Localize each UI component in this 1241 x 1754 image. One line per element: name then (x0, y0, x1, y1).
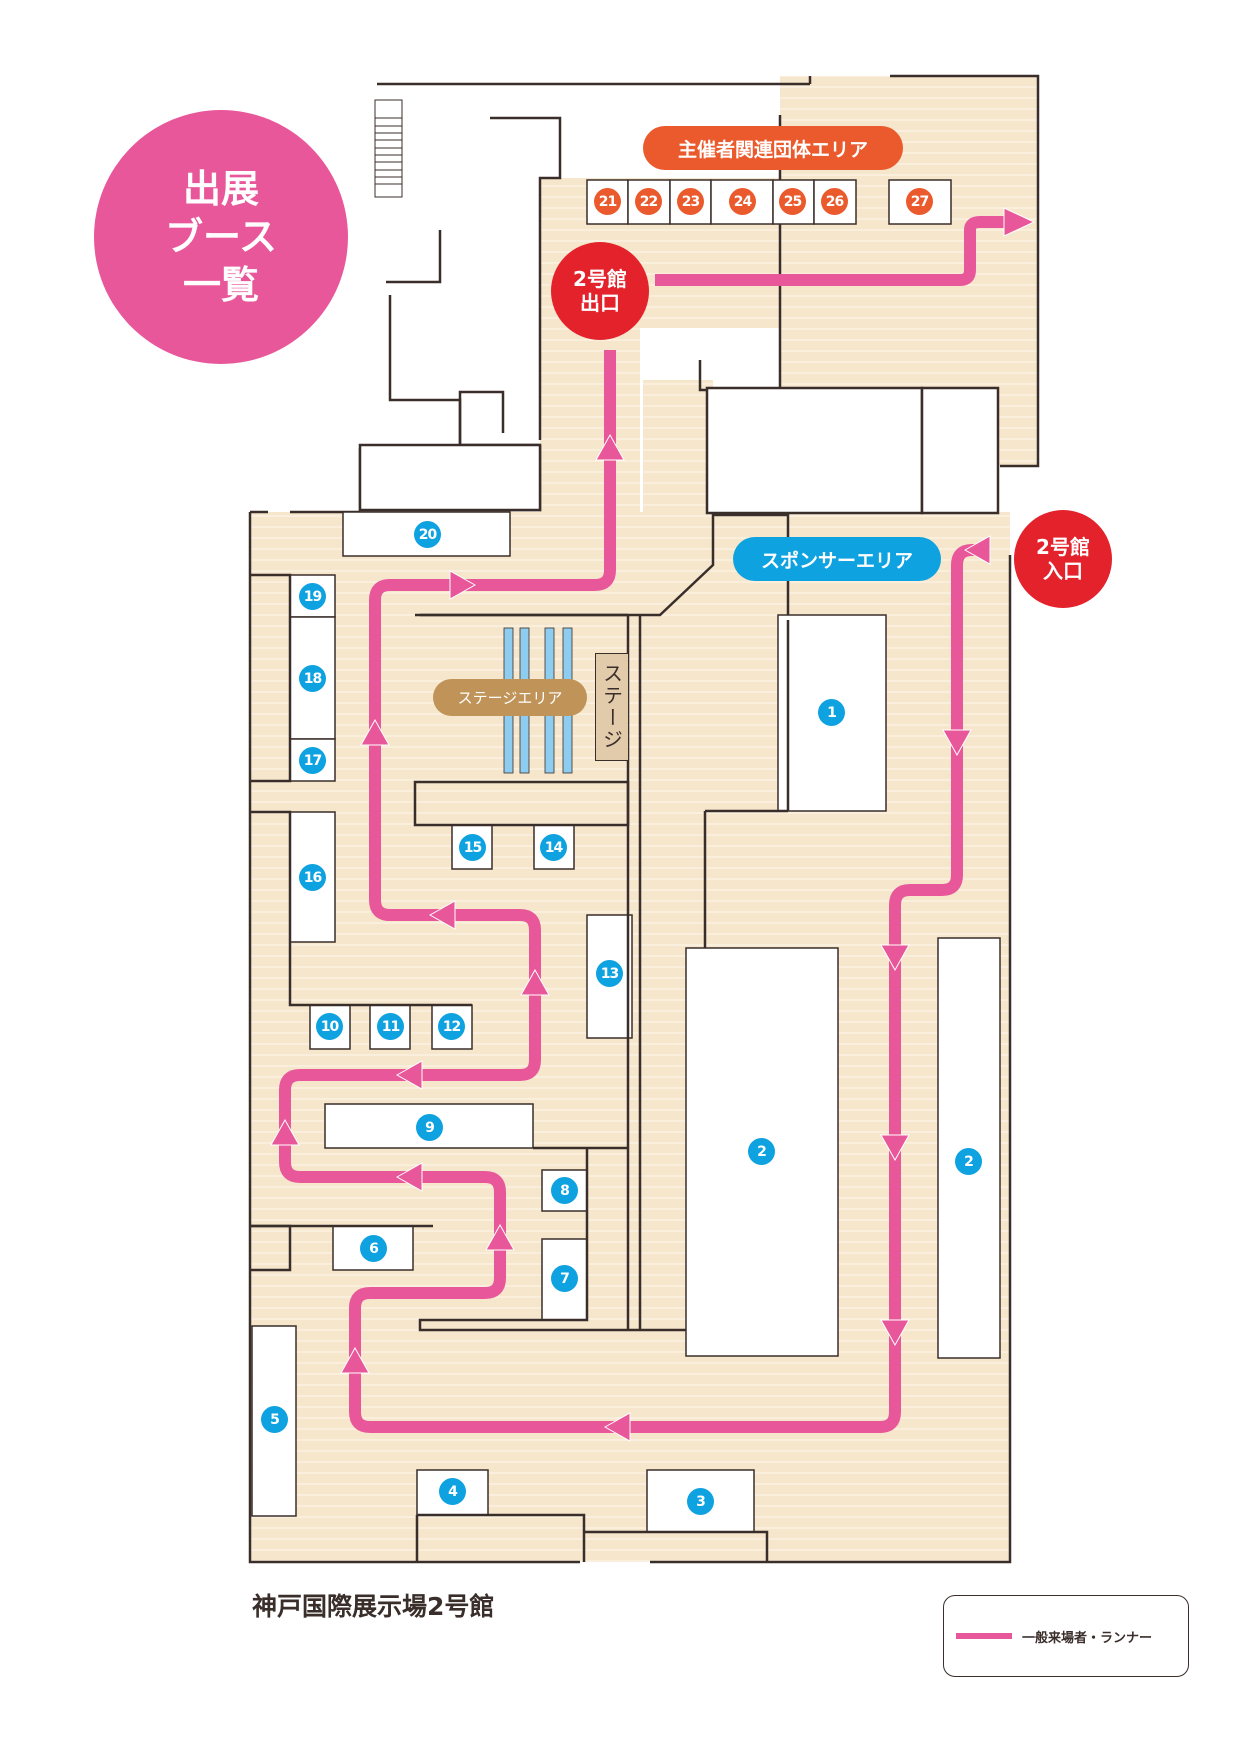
stage-label: ステージ (595, 653, 629, 761)
booth-marker-17[interactable]: 17 (299, 747, 326, 774)
booth-marker-18[interactable]: 18 (299, 665, 326, 692)
booth-marker-26[interactable]: 26 (821, 188, 848, 215)
booth-marker-10[interactable]: 10 (316, 1013, 343, 1040)
structures (358, 386, 1000, 515)
venue-name: 神戸国際展示場2号館 (252, 1592, 495, 1621)
booth-marker-14[interactable]: 14 (540, 834, 567, 861)
route-arrows (270, 207, 1036, 1442)
booth-marker-19[interactable]: 19 (299, 583, 326, 610)
stage-area-label: ステージエリア (433, 679, 587, 716)
booth-marker-2[interactable]: 2 (748, 1138, 775, 1165)
title-badge: 出展 ブース 一覧 (94, 110, 348, 364)
booth-marker-16[interactable]: 16 (299, 864, 326, 891)
booth-marker-21[interactable]: 21 (594, 188, 621, 215)
booth-marker-25[interactable]: 25 (779, 188, 806, 215)
stairs-icon (374, 99, 403, 198)
inner-walls (250, 573, 790, 1562)
booth-marker-22[interactable]: 22 (635, 188, 662, 215)
exit-badge: 2号館 出口 (551, 242, 649, 340)
booth-marker-12[interactable]: 12 (438, 1013, 465, 1040)
booth-blocks (251, 179, 1001, 1533)
booth-marker-27[interactable]: 27 (906, 188, 933, 215)
organizer-area-label: 主催者関連団体エリア (643, 126, 903, 170)
booth-marker-13[interactable]: 13 (596, 960, 623, 987)
legend: 一般来場者・ランナー (943, 1595, 1189, 1677)
route-line-icon (956, 1633, 1012, 1639)
booth-marker-1[interactable]: 1 (818, 699, 845, 726)
visitor-route (279, 216, 1005, 1433)
booth-marker-5[interactable]: 5 (261, 1406, 288, 1433)
booth-marker-6[interactable]: 6 (360, 1235, 387, 1262)
booth-marker-7[interactable]: 7 (551, 1265, 578, 1292)
booth-marker-23[interactable]: 23 (677, 188, 704, 215)
entry-badge: 2号館 入口 (1014, 510, 1112, 608)
legend-route-label: 一般来場者・ランナー (1022, 1630, 1153, 1646)
booth-marker-3[interactable]: 3 (687, 1488, 714, 1515)
booth-marker-4[interactable]: 4 (439, 1478, 466, 1505)
booth-marker-15[interactable]: 15 (459, 834, 486, 861)
sponsor-area-label: スポンサーエリア (733, 537, 941, 581)
booth-marker-24[interactable]: 24 (729, 188, 756, 215)
booth-marker-11[interactable]: 11 (377, 1013, 404, 1040)
booth-marker-8[interactable]: 8 (551, 1177, 578, 1204)
booth-marker-2b[interactable]: 2 (955, 1148, 982, 1175)
booth-marker-20[interactable]: 20 (414, 521, 441, 548)
booth-marker-9[interactable]: 9 (416, 1114, 443, 1141)
